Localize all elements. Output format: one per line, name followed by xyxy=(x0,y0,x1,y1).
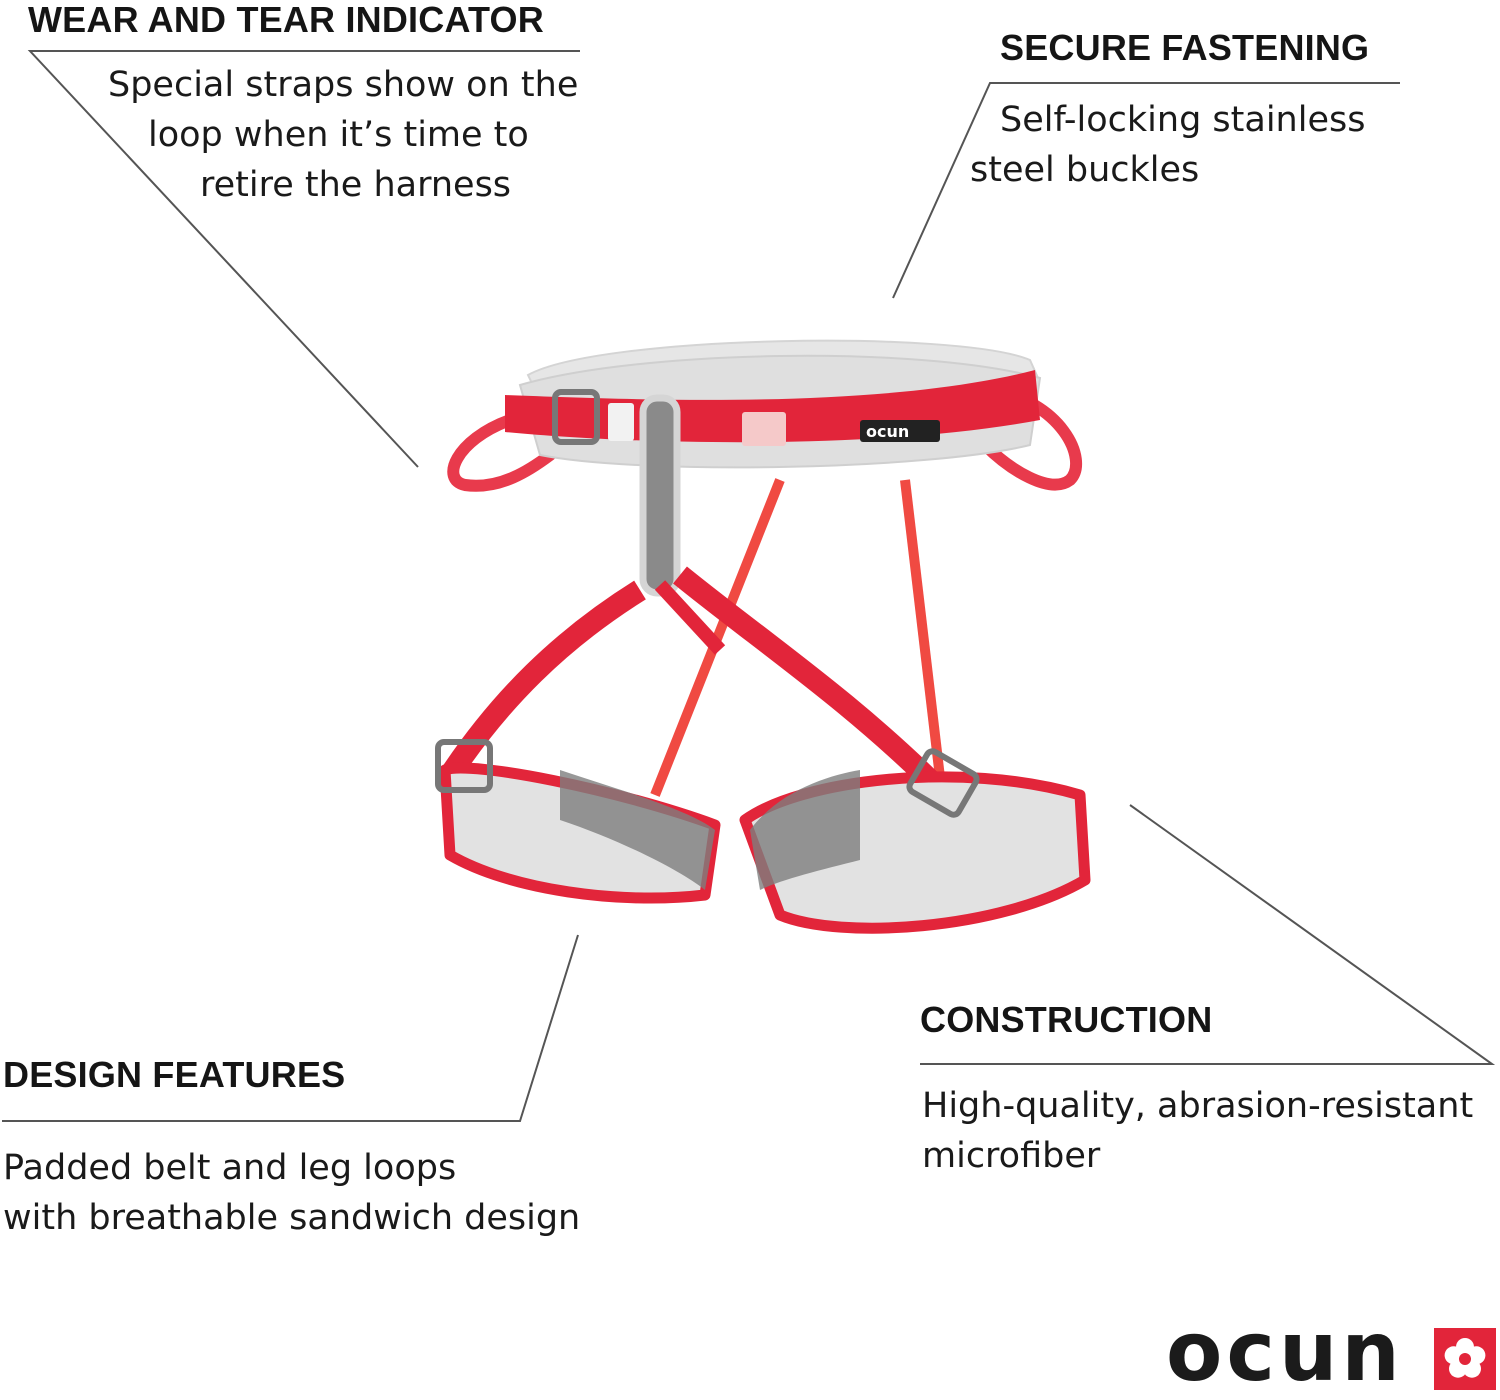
design-features-description: Padded belt and leg loops with breathabl… xyxy=(3,1143,580,1243)
fastening-description: Self-locking stainless steel buckles xyxy=(970,95,1365,195)
wear-line-2: loop when it’s time to xyxy=(148,115,529,155)
wear-indicator-title: WEAR AND TEAR INDICATOR xyxy=(28,0,544,40)
brand-wordmark: ocun xyxy=(1166,1305,1404,1400)
design-line-1: Padded belt and leg loops xyxy=(3,1148,457,1188)
fastening-line-1: Self-locking stainless xyxy=(1000,100,1366,140)
construction-title: CONSTRUCTION xyxy=(920,999,1213,1040)
design-line-2: with breathable sandwich design xyxy=(3,1198,581,1238)
construction-line-2: microfiber xyxy=(922,1136,1101,1176)
construction-description: High-quality, abrasion-resistant microfi… xyxy=(922,1081,1473,1181)
callout-lines xyxy=(2,50,1496,1122)
construction-line-1: High-quality, abrasion-resistant xyxy=(922,1086,1474,1126)
construction-callout-line xyxy=(920,804,1496,1065)
harness-icon: ocun xyxy=(435,339,1091,934)
wear-line-3: retire the harness xyxy=(200,165,512,205)
wear-line-1: Special straps show on the xyxy=(108,65,579,105)
design-callout-line xyxy=(2,934,579,1122)
fastening-line-2: steel buckles xyxy=(970,150,1200,190)
wear-callout-line xyxy=(27,50,580,468)
wear-indicator-description: Special straps show on the loop when it’… xyxy=(108,60,578,210)
belt-label: ocun xyxy=(866,422,909,441)
fastening-title: SECURE FASTENING xyxy=(1000,27,1370,68)
fastening-callout-line xyxy=(892,82,1400,299)
design-features-title: DESIGN FEATURES xyxy=(3,1054,346,1095)
flower-logo-icon xyxy=(1434,1328,1496,1390)
